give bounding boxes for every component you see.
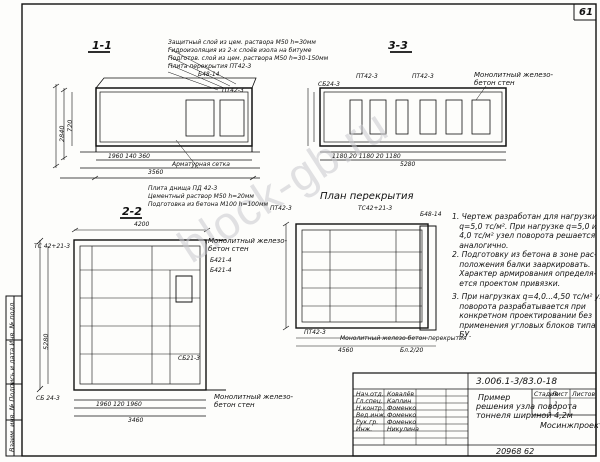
label-cb: СБ24-3: [318, 81, 340, 88]
sheet-value: 1: [554, 401, 558, 408]
label-pt-3: ПТ42-3: [356, 73, 378, 80]
layer-slab: Плита перекрытия ПТ42-3: [168, 63, 252, 70]
tb-role-0: Нач.отд.: [356, 391, 384, 398]
tb-name-5: Никулина: [387, 426, 419, 433]
label-pt-slab-2: ПТ42-3: [304, 329, 326, 336]
sheet-header: Лист: [552, 391, 568, 398]
tb-role-3: Вед.инж.: [356, 412, 386, 419]
layer-screed: Подготов. слой из цем. раствора М50 h=30…: [168, 55, 329, 62]
label-b-3: Б421-4: [210, 267, 232, 274]
label-cb-2: СБ21-3: [178, 355, 200, 362]
section-2-2-title: 2-2: [122, 205, 142, 218]
sheet-number: 61: [579, 7, 593, 18]
label-slab-right: Бл.2/20: [400, 347, 424, 354]
drawing-code: 3.006.1-3/83.0-18: [476, 377, 558, 387]
layer-protective: Защитный слой из цем. раствора М50 h=30м…: [168, 39, 316, 46]
dim-1-1-bottom: 1960 140 360: [108, 153, 150, 160]
note-1: 1. Чертеж разработан для нагрузки q=5,0 …: [452, 212, 598, 250]
note-2: 2. Подготовку из бетона в зоне рас- поло…: [452, 250, 597, 288]
dim-2-2-b2: 3460: [128, 417, 144, 424]
label-tc-slab: ТС42+21-3: [358, 205, 393, 212]
label-cb-3: СБ 24-3: [36, 395, 60, 402]
margin-strip-text: Взаим. инв. № Подпись и дата Инв. № подл…: [8, 300, 16, 452]
drawing-title-1: Пример: [478, 393, 511, 402]
section-3-3-title: 3-3: [388, 39, 408, 52]
tb-name-1: Каплин: [387, 398, 412, 405]
dim-1-1-total: 3560: [148, 169, 164, 176]
tb-name-4: Фоменко: [387, 419, 417, 426]
sheets-header: Листов: [572, 391, 596, 398]
label-b-2: Б421-4: [210, 257, 232, 264]
label-b-slab: Б48-14: [420, 211, 442, 218]
label-b48: Б48-14: [198, 71, 220, 78]
tb-name-2: Фоменко: [387, 405, 417, 412]
label-monolithic-3b: бетон стен: [474, 79, 515, 87]
section-1-1-title: 1-1: [92, 39, 112, 52]
stage-header: Стадия: [534, 391, 558, 398]
label-pt: ПТ42-3: [222, 87, 244, 94]
label-tc: ТС 42+21-3: [34, 243, 71, 250]
note-3: 3. При нагрузках q=4,0...4,50 тс/м² узел…: [452, 292, 600, 340]
archive-number: 20968 62: [496, 447, 535, 456]
label-monolithic-3: Монолитный железо-: [474, 71, 554, 79]
label-monolithic-2: Монолитный железо-: [208, 237, 288, 245]
tb-role-4: Рук.гр.: [356, 419, 379, 426]
layer-waterproofing: Гидроизоляция из 2-х слоёв изола на биту…: [168, 47, 312, 54]
label-pt-4: ПТ42-3: [412, 73, 434, 80]
dim-2-2-top: 4200: [134, 221, 150, 228]
label-monolithic-2b: бетон стен: [208, 245, 249, 253]
layer-base-3: Подготовка из бетона М100 h=100мм: [148, 201, 268, 208]
dim-slab-bottom: 4560: [338, 347, 354, 354]
drawing-title-3: тоннеля шириной 4,2м: [476, 411, 573, 420]
dim-3-3-total: 5280: [400, 161, 416, 168]
dim-1-1-left-2: 720: [66, 119, 74, 132]
tb-role-1: Гл.спец.: [356, 398, 383, 405]
layer-base-1: Плита днища ПД 42-3: [148, 185, 218, 192]
label-monolithic-4b: бетон стен: [214, 401, 255, 409]
layer-base-2: Цементный раствор М50 h=20мм: [148, 193, 254, 200]
dim-2-2-left: 5280: [42, 333, 50, 350]
tb-name-3: Фоменко: [387, 412, 417, 419]
dim-2-2-b1: 1960 120 1960: [96, 401, 142, 408]
label-mesh: Арматурная сетка: [172, 161, 230, 168]
label-monolithic-slab: Монолитный железо-бетон перекрытия: [340, 335, 467, 342]
tb-role-2: Н.контр.: [356, 405, 384, 412]
dim-3-3-bottom: 1180 20 1180 20 1180: [332, 153, 401, 160]
tb-role-5: Инж.: [356, 426, 373, 433]
dim-1-1-left: 2840: [58, 125, 66, 142]
organization: Мосинжпроект: [540, 421, 600, 430]
drawing-title-2: решения узла поворота: [476, 402, 577, 411]
label-pt-slab: ПТ42-3: [270, 205, 292, 212]
tb-name-0: Ковалёв: [387, 391, 415, 398]
label-monolithic-4: Монолитный железо-: [214, 393, 294, 401]
slab-plan-title: План перекрытия: [320, 191, 414, 202]
